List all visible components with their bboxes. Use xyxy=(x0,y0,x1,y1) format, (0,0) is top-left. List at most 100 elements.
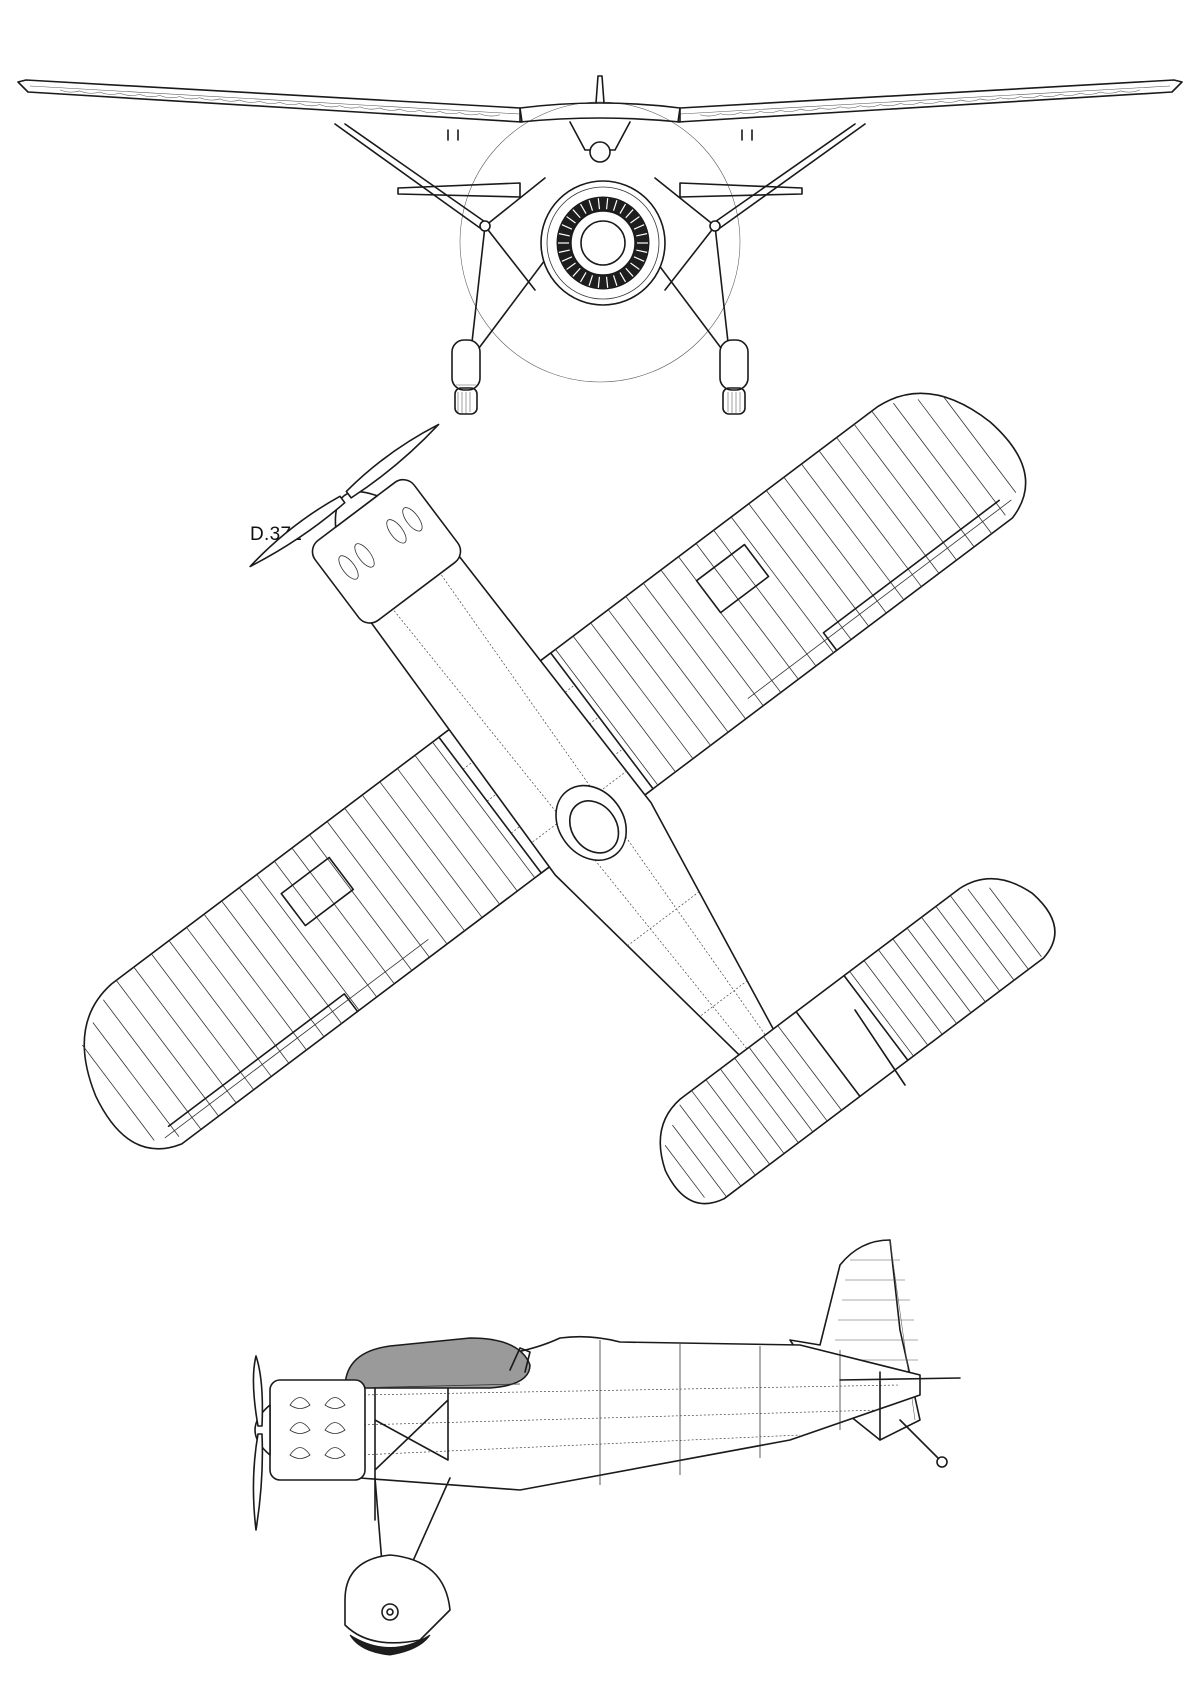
rib-line xyxy=(151,953,255,1090)
rib-line xyxy=(967,888,1029,970)
plan-wing-ribs xyxy=(82,395,1017,1141)
scallop xyxy=(439,111,461,115)
rib-line xyxy=(590,622,694,759)
rib-line xyxy=(878,949,943,1035)
rib-line xyxy=(630,216,640,224)
scallop xyxy=(239,99,261,103)
scallop xyxy=(779,108,801,112)
plan-cockpit xyxy=(555,784,628,862)
scallop xyxy=(839,105,861,109)
plan-wing-hatch-right xyxy=(695,543,770,614)
side-tail-skid xyxy=(899,1419,941,1461)
scallop xyxy=(879,103,901,107)
plan-exhaust-stubs xyxy=(338,507,423,580)
scallop xyxy=(399,108,421,112)
scallop xyxy=(339,105,361,109)
rib-line xyxy=(734,1057,799,1143)
rib-line xyxy=(558,249,570,253)
scallop xyxy=(199,97,221,101)
rib-line xyxy=(906,927,972,1013)
front-fin xyxy=(595,75,605,104)
scallop xyxy=(1019,95,1041,99)
rib-line xyxy=(625,596,729,733)
rib-line xyxy=(679,1104,742,1187)
propeller-hub xyxy=(580,220,626,266)
rib-line xyxy=(818,450,922,587)
scallop xyxy=(79,90,101,94)
plan-rudder xyxy=(854,1009,906,1086)
plan-wing-hatch-left xyxy=(280,856,355,927)
rib-line xyxy=(917,399,1006,516)
rib-line xyxy=(103,999,202,1130)
scallop xyxy=(1079,91,1101,95)
rib-line xyxy=(561,256,573,262)
rib-line xyxy=(849,971,914,1057)
rib-line xyxy=(691,1090,756,1176)
rib-line xyxy=(783,477,887,614)
rib-line xyxy=(748,503,852,640)
side-cabane-struts xyxy=(374,1387,449,1521)
rib-line xyxy=(566,262,576,270)
rib-line xyxy=(309,834,413,971)
rib-line xyxy=(633,224,645,230)
side-propeller xyxy=(252,1355,264,1531)
rib-line xyxy=(801,463,905,601)
scallop xyxy=(979,97,1001,101)
rib-line xyxy=(379,781,483,918)
scallop xyxy=(59,89,81,93)
rib-line xyxy=(344,808,448,945)
rib-line xyxy=(892,938,957,1024)
scallop xyxy=(759,110,781,113)
scallop xyxy=(459,112,481,116)
plan-aileron-left xyxy=(167,993,359,1128)
rib-line xyxy=(921,917,986,1003)
rib-line xyxy=(853,424,957,561)
rib-line xyxy=(572,209,581,219)
rib-line xyxy=(572,635,676,773)
rib-line xyxy=(989,887,1042,957)
rib-line xyxy=(695,543,799,680)
side-main-wheel xyxy=(344,1554,451,1656)
front-wing-right xyxy=(677,79,1183,123)
rib-line xyxy=(414,755,518,892)
scallop xyxy=(379,107,401,111)
rib-line xyxy=(949,895,1015,981)
rib-line xyxy=(705,1079,771,1165)
rib-line xyxy=(221,900,325,1037)
rib-line xyxy=(291,847,395,985)
plan-propeller xyxy=(249,423,440,568)
rib-line xyxy=(186,927,290,1064)
rib-line xyxy=(625,209,634,219)
front-wing-left xyxy=(17,79,523,123)
rib-line xyxy=(672,1124,727,1197)
rib-line xyxy=(133,966,237,1104)
rib-line xyxy=(256,874,360,1011)
rib-line xyxy=(636,233,648,237)
plan-spinner xyxy=(334,490,378,528)
scallop xyxy=(279,102,301,105)
rib-line xyxy=(664,1144,705,1198)
plan-view xyxy=(82,392,1056,1205)
scallop xyxy=(739,111,761,115)
rib-line xyxy=(579,272,587,283)
scallop xyxy=(1039,94,1061,97)
scallop xyxy=(699,113,721,117)
front-struts xyxy=(334,123,866,361)
rib-line xyxy=(607,609,711,746)
scallop xyxy=(99,91,121,95)
scallop xyxy=(1099,90,1121,94)
rib-line xyxy=(612,200,618,211)
scallop xyxy=(319,104,341,108)
rib-line xyxy=(597,198,601,210)
rib-line xyxy=(871,410,975,548)
scallop xyxy=(299,103,321,107)
wing-rib-scallops xyxy=(59,89,1141,117)
rib-line xyxy=(643,582,746,720)
side-view xyxy=(252,1239,961,1656)
rib-line xyxy=(605,276,609,288)
scallop xyxy=(899,102,921,105)
scallop xyxy=(799,107,821,111)
rib-line xyxy=(326,821,430,958)
rib-line xyxy=(625,267,634,277)
